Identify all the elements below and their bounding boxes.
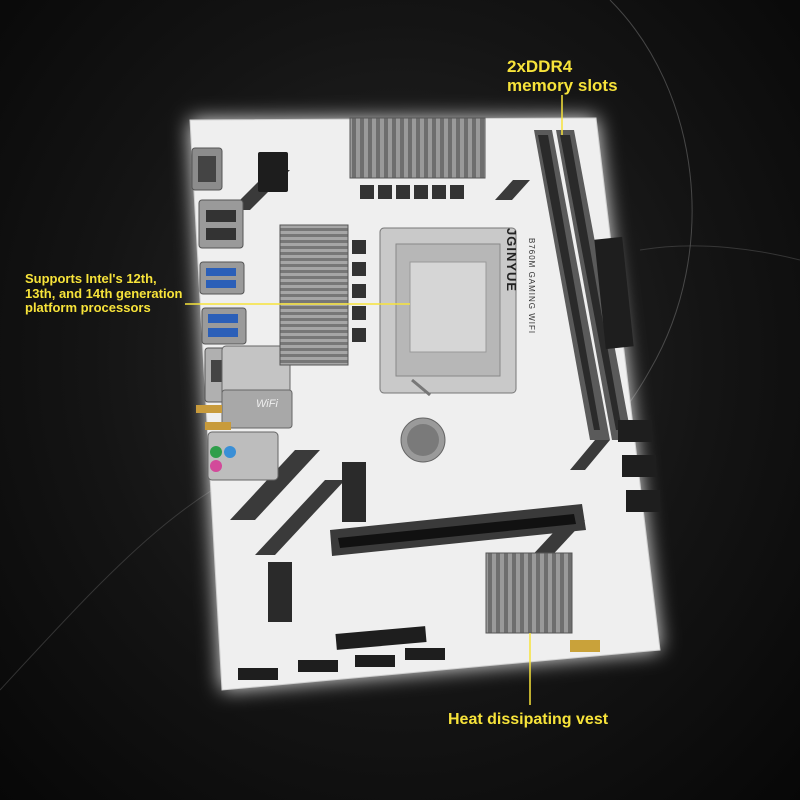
heat-callout: Heat dissipating vest xyxy=(448,711,609,728)
board-brand-label: JGINYUE xyxy=(504,228,519,293)
io-ports xyxy=(191,147,293,481)
pcie-x1-slot xyxy=(335,626,427,650)
cpu-callout-line-2: 13th, and 14th generation xyxy=(25,285,183,301)
vrm-heatsink-left xyxy=(279,224,366,366)
cpu-callout-line-3: platform processors xyxy=(25,300,151,316)
cpu-callout: Supports Intel's 12th, 13th, and 14th ge… xyxy=(25,271,183,316)
memory-callout: 2xDDR4 memory slots xyxy=(507,57,618,95)
front-headers xyxy=(238,640,600,680)
m2-slot-1 xyxy=(342,462,366,522)
memory-callout-line-1: 2xDDR4 xyxy=(507,57,573,76)
board-model-label: B760M GAMING WIFI xyxy=(527,238,536,335)
wifi-label: WiFi xyxy=(256,398,278,410)
m2-slot-2 xyxy=(268,562,292,622)
atx-power-connector xyxy=(594,236,634,350)
chipset-heatsink xyxy=(485,552,573,634)
sata-ports xyxy=(618,420,660,512)
memory-callout-line-2: memory slots xyxy=(507,76,618,96)
ddr4-slots xyxy=(534,130,632,440)
pcie-x16-slot xyxy=(330,504,586,556)
cpu-power-connector xyxy=(258,152,288,192)
cpu-callout-line-1: Supports Intel's 12th, xyxy=(25,271,157,286)
cmos-battery xyxy=(400,417,446,463)
cpu-socket xyxy=(379,227,517,397)
vrm-heatsink-top xyxy=(349,117,486,199)
